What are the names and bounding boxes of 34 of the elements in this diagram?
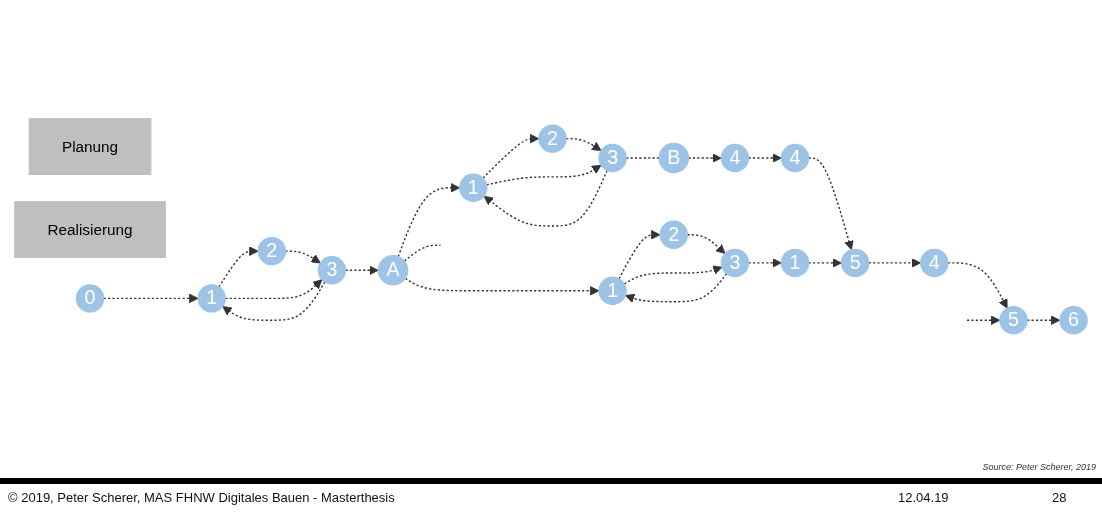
node-circle: 4 <box>780 143 810 173</box>
node-circle: 1 <box>197 284 226 313</box>
arrow <box>483 169 608 227</box>
source-note: Source: Peter Scherer, 2019 <box>982 462 1096 472</box>
arrow <box>218 246 259 288</box>
arrow <box>947 262 1008 309</box>
node-circle: 5 <box>999 305 1028 335</box>
node-circle: 3 <box>317 255 347 285</box>
arrow <box>404 277 600 296</box>
node-circle: 4 <box>920 248 949 277</box>
node-circle: 2 <box>538 124 567 153</box>
footer-text: © 2019, Peter Scherer, MAS FHNW Digitales Bauen - Masterthesis <box>8 490 395 505</box>
connector <box>403 244 442 262</box>
node-circle: 1 <box>780 248 810 277</box>
page-number: 28 <box>1052 490 1067 505</box>
arrow <box>623 265 723 285</box>
node-circle: B <box>658 142 690 174</box>
arrow <box>222 281 326 321</box>
footer-date: 12.04.19 <box>898 490 949 505</box>
node-circle: 3 <box>598 143 627 173</box>
arrow <box>625 272 728 303</box>
node-circle: 5 <box>840 248 870 277</box>
node-circle: 3 <box>720 248 750 277</box>
node-circle: 1 <box>598 276 627 305</box>
node-box: Planung <box>28 118 152 175</box>
node-circle: 1 <box>459 173 488 202</box>
node-circle: 2 <box>257 236 286 266</box>
node-circle: 0 <box>75 284 105 313</box>
node-circle: 6 <box>1059 305 1088 335</box>
node-box: Realisierung <box>14 201 166 258</box>
node-circle: 2 <box>659 220 688 249</box>
node-circle: A <box>377 254 409 286</box>
node-circle: 4 <box>720 143 750 173</box>
arrow <box>618 229 661 280</box>
